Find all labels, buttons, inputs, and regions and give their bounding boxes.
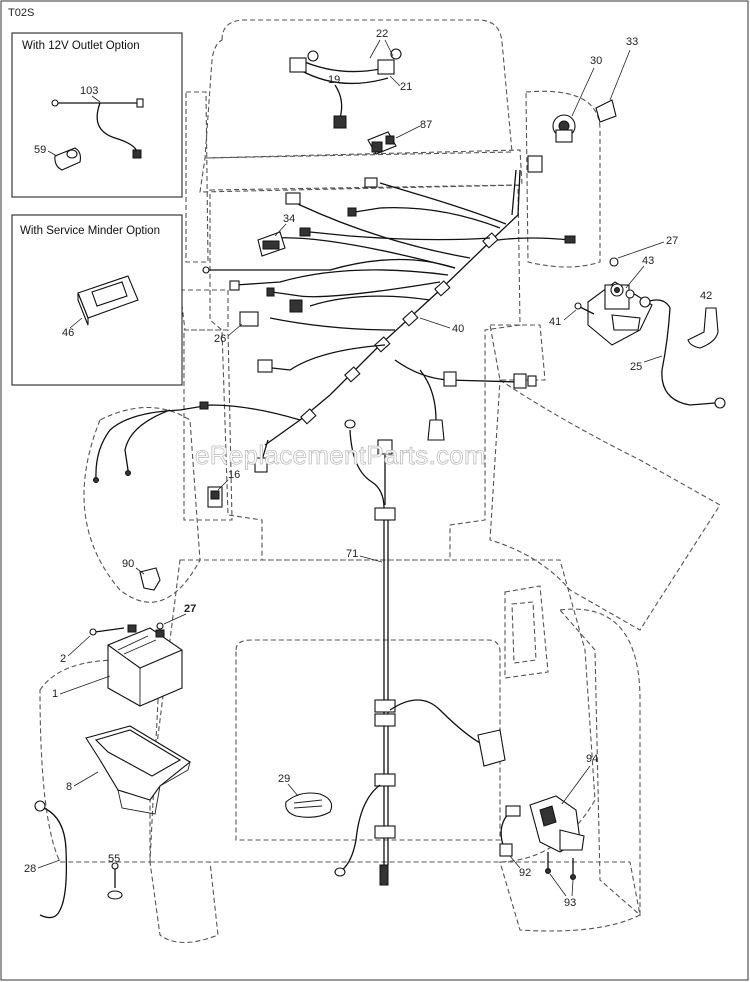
nut-27 — [609, 257, 619, 267]
callout-46: 46 — [62, 327, 74, 339]
battery-1 — [107, 624, 183, 707]
callout-90: 90 — [122, 558, 134, 570]
outlet-option-title: With 12V Outlet Option — [22, 40, 140, 52]
nut-27b — [156, 622, 164, 630]
callout-71: 71 — [346, 548, 358, 560]
callout-8: 8 — [66, 781, 72, 793]
seat-switch-94 — [529, 795, 585, 853]
callout-26: 26 — [214, 333, 226, 345]
callout-1: 1 — [52, 688, 58, 700]
boot-42 — [687, 307, 719, 349]
main-harness-40 — [93, 155, 576, 483]
callout-29: 29 — [278, 773, 290, 785]
screw-41 — [574, 302, 595, 315]
callout-103: 103 — [80, 85, 98, 97]
cable-25 — [639, 296, 726, 409]
diagram-code: T02S — [8, 7, 34, 19]
watermark: eReplacementParts.com — [195, 440, 486, 470]
callout-40: 40 — [452, 323, 464, 335]
callout-16: 16 — [228, 469, 240, 481]
battery-tray-8 — [85, 725, 191, 815]
ignition-switch-30 — [552, 114, 576, 143]
callout-34: 34 — [283, 213, 295, 225]
headlight-harness — [289, 48, 402, 129]
screw-2 — [89, 627, 125, 636]
callout-42: 42 — [700, 290, 712, 302]
callout-41: 41 — [549, 316, 561, 328]
callout-30: 30 — [590, 55, 602, 67]
service-minder-title: With Service Minder Option — [20, 225, 160, 237]
outlet-option-box: With 12V Outlet Option 103 59 — [11, 32, 183, 198]
light-29 — [285, 792, 333, 818]
callout-19: 19 — [328, 74, 340, 86]
bolt-55 — [107, 862, 123, 900]
callout-93: 93 — [564, 897, 576, 909]
switch-34 — [257, 231, 286, 257]
callout-87: 87 — [420, 119, 432, 131]
callouts: 22 19 21 87 30 33 34 27 43 42 41 25 40 2… — [24, 28, 712, 909]
service-minder-box: With Service Minder Option 46 — [11, 214, 183, 386]
callout-55: 55 — [108, 853, 120, 865]
callout-21: 21 — [400, 81, 412, 93]
callout-43: 43 — [642, 255, 654, 267]
callout-59: 59 — [34, 144, 46, 156]
callout-27a: 27 — [666, 235, 678, 247]
solenoid-43 — [587, 281, 653, 346]
callout-2: 2 — [60, 653, 66, 665]
callout-92: 92 — [519, 867, 531, 879]
callout-22: 22 — [376, 28, 388, 40]
callout-28: 28 — [24, 863, 36, 875]
cable-28 — [34, 800, 68, 919]
callout-94: 94 — [586, 753, 598, 765]
callout-25: 25 — [630, 361, 642, 373]
callout-27b: 27 — [184, 603, 196, 615]
connector-92 — [499, 805, 521, 857]
harness-71 — [334, 419, 506, 886]
clip-90 — [139, 567, 161, 591]
switch-87 — [367, 131, 397, 155]
chassis-outline — [39, 19, 721, 944]
callout-33: 33 — [626, 36, 638, 48]
screws-93 — [545, 852, 576, 880]
key-33 — [595, 99, 617, 123]
switch-16 — [207, 486, 223, 508]
